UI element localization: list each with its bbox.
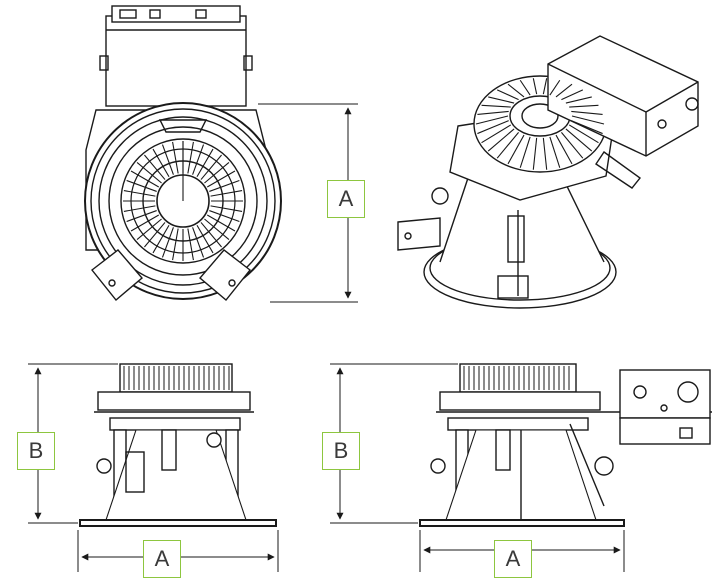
heatsink-fin — [187, 141, 194, 174]
heatsink-fin — [210, 205, 243, 212]
heatsink-fin — [549, 136, 561, 168]
fin-pattern-front — [123, 366, 230, 390]
heatsink-fin — [571, 110, 603, 115]
heatsink-fin — [475, 115, 509, 125]
dimension-label-a-side: A — [494, 540, 532, 578]
heatsink-fin — [565, 96, 592, 104]
heatsink-fin — [209, 179, 240, 192]
heatsink-fin — [196, 148, 214, 178]
dimension-label-a-top: A — [327, 180, 365, 218]
heatsink-fin — [123, 190, 156, 197]
heatsink-fin — [130, 170, 160, 188]
heatsink-fin — [152, 148, 170, 178]
heatsink-fin — [569, 104, 599, 108]
heatsink-fin — [477, 120, 509, 135]
heatsink-fin — [565, 128, 593, 152]
isometric-view-drawing — [397, 35, 699, 309]
heatsink-fin — [144, 222, 166, 248]
heatsink-fin — [144, 154, 166, 180]
heatsink-fin — [126, 210, 157, 223]
heatsink-fin — [172, 141, 179, 174]
heatsink-fin — [210, 190, 243, 197]
heatsink-fin — [187, 228, 194, 261]
heatsink-fin — [192, 144, 205, 175]
heatsink-fin — [136, 218, 162, 240]
heatsink-fin — [560, 131, 584, 159]
heatsink-fin — [123, 205, 156, 212]
heatsink-fin — [532, 78, 538, 95]
heatsink-fin — [161, 144, 174, 175]
heatsink-fin — [209, 210, 240, 223]
heatsink-fin — [481, 104, 511, 108]
heatsink-fin — [488, 96, 515, 104]
heatsink-fin — [561, 89, 584, 101]
heatsink-fin — [532, 137, 538, 170]
dimension-label-b-side: B — [322, 432, 360, 470]
heatsink-fin — [487, 128, 515, 152]
heatsink-fin — [130, 214, 160, 232]
dimension-label-b-front: B — [17, 432, 55, 470]
fin-pattern-top — [123, 141, 243, 261]
heatsink-fin — [200, 222, 222, 248]
heatsink-fin — [196, 224, 214, 254]
heatsink-fin — [206, 214, 236, 232]
heatsink-fin — [568, 124, 599, 144]
heatsink-fin — [496, 131, 520, 159]
heatsink-fin — [542, 137, 548, 170]
heatsink-fin — [477, 110, 509, 115]
heatsink-fin — [555, 134, 573, 165]
heatsink-fin — [152, 224, 170, 254]
heatsink-fin — [507, 134, 525, 165]
dimension-label-a-front: A — [143, 540, 181, 578]
heatsink-fin — [571, 120, 603, 135]
heatsink-fin — [200, 154, 222, 180]
fin-pattern-iso — [475, 78, 605, 170]
side-view-drawing — [419, 363, 712, 527]
heatsink-fin — [507, 83, 525, 98]
heatsink-fin — [496, 89, 519, 101]
heatsink-fin — [555, 83, 573, 98]
heatsink-fin — [204, 162, 230, 184]
fin-pattern-side — [463, 366, 570, 390]
heatsink-fin — [136, 162, 162, 184]
heatsink-fin — [519, 136, 531, 168]
heatsink-fin — [192, 227, 205, 258]
heatsink-fin — [571, 115, 605, 125]
heatsink-fin — [126, 179, 157, 192]
heatsink-fin — [481, 124, 512, 144]
front-view-drawing — [79, 363, 277, 527]
heatsink-fin — [206, 170, 236, 188]
heatsink-fin — [542, 78, 548, 95]
heatsink-fin — [519, 79, 531, 96]
heatsink-fin — [161, 227, 174, 258]
heatsink-fin — [172, 228, 179, 261]
heatsink-fin — [549, 79, 561, 96]
heatsink-fin — [204, 218, 230, 240]
